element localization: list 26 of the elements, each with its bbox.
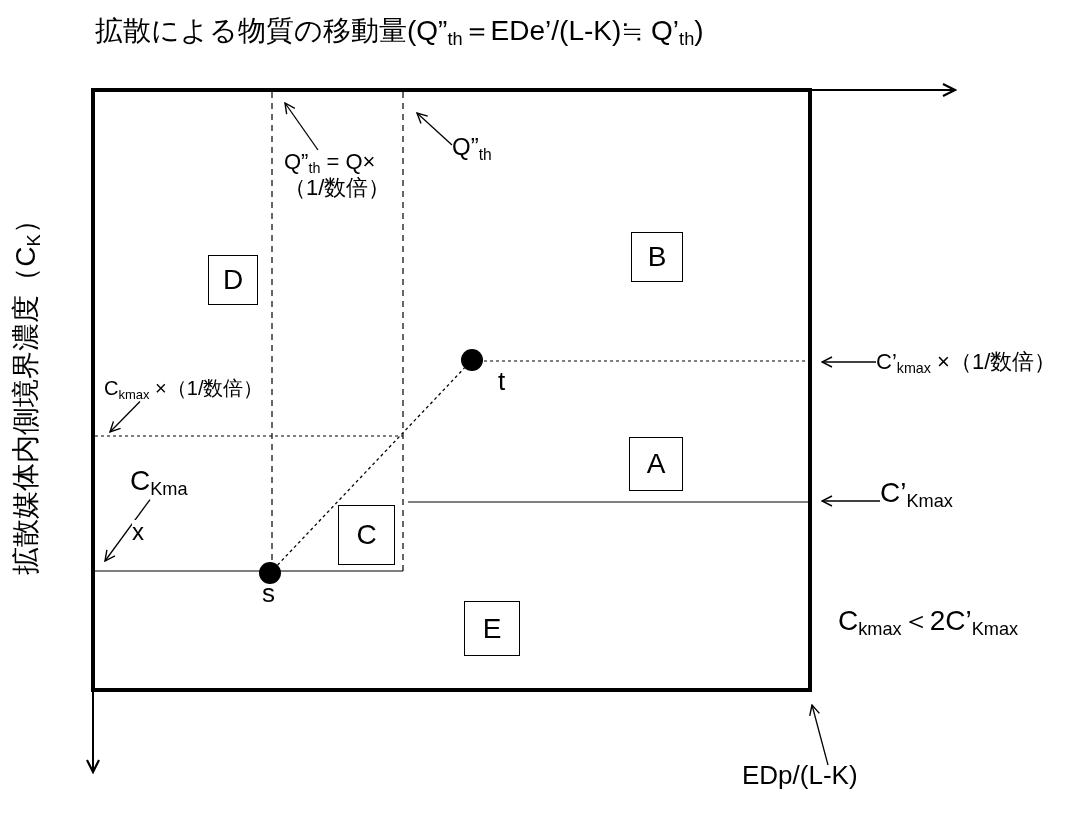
leader-line (809, 704, 829, 766)
annotation-text: Q”$_{th}$ (452, 134, 522, 164)
leader-line (821, 356, 877, 368)
annotation-text: Q”$_{th}$ = Q×（1/数倍） (284, 150, 406, 200)
annotation-text: EDp/(L-K) (742, 762, 862, 790)
annotation-text: C$_{Kma}$ (130, 466, 220, 500)
annotation-text: C’$_{Kmax}$ (880, 478, 1010, 512)
point-dot (461, 349, 483, 371)
leader-line (284, 102, 319, 151)
leader-line (416, 112, 453, 146)
leader-line (821, 495, 881, 507)
annotation-text: C$_{kmax}$ ×（1/数倍） (104, 378, 264, 402)
axis-title: 拡散による物質の移動量(Q”$_{th}$＝EDe’/(L-K)≒ Q’$_{th}$) (95, 14, 704, 52)
point-label: t (498, 366, 506, 398)
region-box: D (208, 255, 258, 305)
note-text: C$_{kmax}$＜2C’$_{Kmax}$ (838, 604, 1019, 642)
point-label: s (262, 578, 275, 610)
region-box: B (631, 232, 683, 282)
region-box: A (629, 437, 683, 491)
leader-line (104, 498, 151, 562)
region-box: C (338, 505, 395, 565)
region-box: E (464, 601, 520, 656)
point-dot (259, 562, 281, 584)
annotation-text: C’$_{kmax}$ ×（1/数倍） (876, 350, 1071, 377)
leader-line (109, 400, 141, 433)
connector-line (276, 367, 466, 566)
